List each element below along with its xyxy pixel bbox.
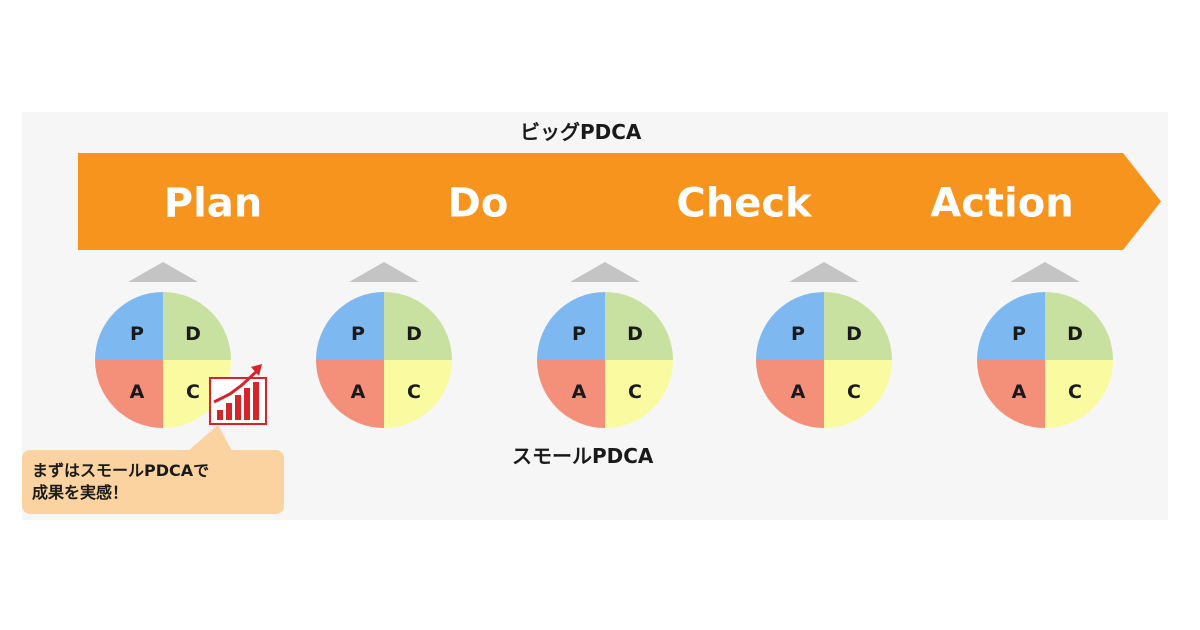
quadrant-label-p: P [791, 323, 805, 345]
quadrant-c [1045, 360, 1113, 428]
quadrant-d [605, 292, 673, 360]
phase-arrow-plan [78, 153, 378, 250]
quadrant-p [977, 292, 1045, 360]
quadrant-c [384, 360, 452, 428]
up-arrow-triangle [349, 262, 419, 282]
phase-arrow-do [307, 153, 643, 250]
quadrant-label-a: A [130, 381, 145, 403]
quadrant-p [756, 292, 824, 360]
big-pdca-title: ビッグPDCA [520, 120, 642, 144]
quadrant-label-c: C [628, 381, 642, 403]
quadrant-a [756, 360, 824, 428]
small-pdca-circle: P D C A [977, 292, 1113, 428]
quadrant-a [95, 360, 163, 428]
quadrant-label-d: D [1067, 323, 1083, 345]
quadrant-p [95, 292, 163, 360]
callout-line-2: 成果を実感！ [32, 483, 129, 502]
quadrant-a [537, 360, 605, 428]
quadrant-label-p: P [572, 323, 586, 345]
quadrant-a [977, 360, 1045, 428]
callout-box: まずはスモールPDCAで 成果を実感！ [22, 450, 284, 514]
quadrant-p [316, 292, 384, 360]
small-pdca-circle: P D C A [756, 292, 892, 428]
quadrant-label-d: D [185, 323, 201, 345]
growth-chart-icon [209, 364, 267, 425]
phase-arrow-action [837, 153, 1161, 250]
phase-label-plan: Plan [164, 181, 263, 227]
small-pdca-circle: P D C A [316, 292, 452, 428]
quadrant-label-d: D [627, 323, 643, 345]
quadrant-label-a: A [572, 381, 587, 403]
quadrant-d [384, 292, 452, 360]
quadrant-label-d: D [406, 323, 422, 345]
callout-pointer [188, 425, 232, 451]
quadrant-label-a: A [351, 381, 366, 403]
up-arrow-triangle [128, 262, 198, 282]
quadrant-d [1045, 292, 1113, 360]
quadrant-label-c: C [847, 381, 861, 403]
up-arrow-triangle [570, 262, 640, 282]
phase-arrow-check [573, 153, 909, 250]
quadrant-c [605, 360, 673, 428]
quadrant-label-p: P [1012, 323, 1026, 345]
phase-label-do: Do [448, 181, 509, 227]
quadrant-label-a: A [791, 381, 806, 403]
quadrant-label-p: P [351, 323, 365, 345]
phase-label-check: Check [676, 181, 813, 227]
quadrant-label-c: C [186, 381, 200, 403]
quadrant-c [824, 360, 892, 428]
up-arrow-triangle [789, 262, 859, 282]
quadrant-label-c: C [407, 381, 421, 403]
up-arrow-triangle [1010, 262, 1080, 282]
small-pdca-title: スモールPDCA [512, 444, 654, 468]
quadrant-d [163, 292, 231, 360]
quadrant-a [316, 360, 384, 428]
quadrant-label-p: P [130, 323, 144, 345]
quadrant-label-c: C [1068, 381, 1082, 403]
quadrant-d [824, 292, 892, 360]
small-pdca-circle: P D C A [537, 292, 673, 428]
quadrant-label-a: A [1012, 381, 1027, 403]
quadrant-p [537, 292, 605, 360]
phase-label-action: Action [930, 181, 1073, 227]
quadrant-label-d: D [846, 323, 862, 345]
callout-line-1: まずはスモールPDCAで [32, 461, 210, 480]
